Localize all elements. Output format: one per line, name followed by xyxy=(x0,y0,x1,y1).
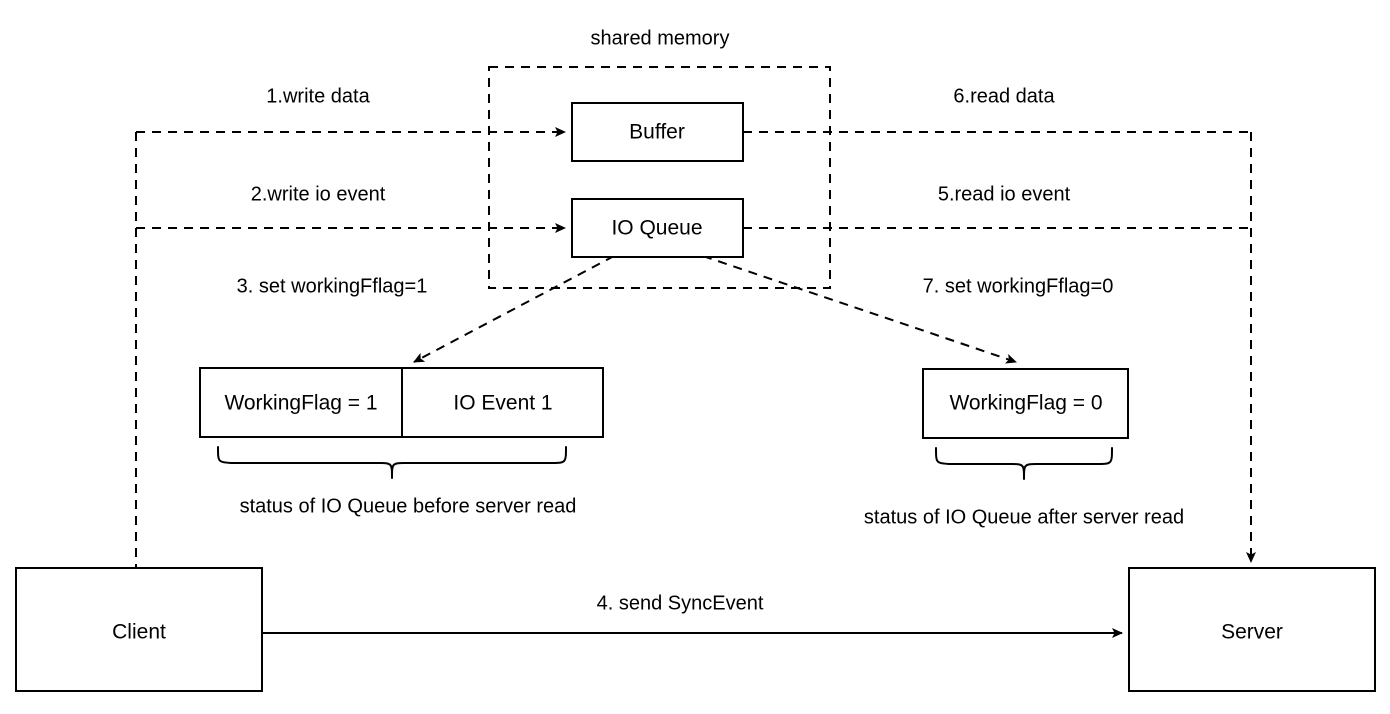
node-server-label: Server xyxy=(1221,621,1283,644)
shared-memory-title: shared memory xyxy=(591,27,730,49)
label-step-5: 5.read io event xyxy=(938,183,1071,205)
node-buffer-label: Buffer xyxy=(629,121,685,144)
label-step-4: 4. send SyncEvent xyxy=(597,592,764,614)
left-status-caption: status of IO Queue before server read xyxy=(240,495,577,517)
label-step-3: 3. set workingFflag=1 xyxy=(237,275,428,297)
label-step-2: 2.write io event xyxy=(251,183,386,205)
label-step-1: 1.write data xyxy=(266,85,370,107)
node-right-status-box[interactable] xyxy=(922,368,1129,439)
node-client-label: Client xyxy=(112,621,166,644)
node-server[interactable] xyxy=(1128,567,1376,692)
label-step-6: 6.read data xyxy=(953,85,1055,107)
label-step-7: 7. set workingFflag=0 xyxy=(923,275,1114,297)
flow-line-io-queue-to-left-status xyxy=(413,255,615,363)
left-status-workingflag-label: WorkingFlag = 1 xyxy=(224,392,377,415)
right-status-caption: status of IO Queue after server read xyxy=(864,506,1184,528)
right-status-brace xyxy=(935,447,1113,480)
node-client[interactable] xyxy=(15,567,263,692)
node-io-queue[interactable] xyxy=(571,198,744,258)
node-buffer[interactable] xyxy=(571,102,744,162)
flow-line-io-queue-to-right-status xyxy=(702,255,1017,364)
shared-memory-container xyxy=(488,66,831,289)
right-status-workingflag-label: WorkingFlag = 0 xyxy=(949,392,1102,415)
node-io-queue-label: IO Queue xyxy=(611,217,702,240)
left-status-brace xyxy=(217,446,567,479)
left-status-ioevent-label: IO Event 1 xyxy=(453,392,552,415)
